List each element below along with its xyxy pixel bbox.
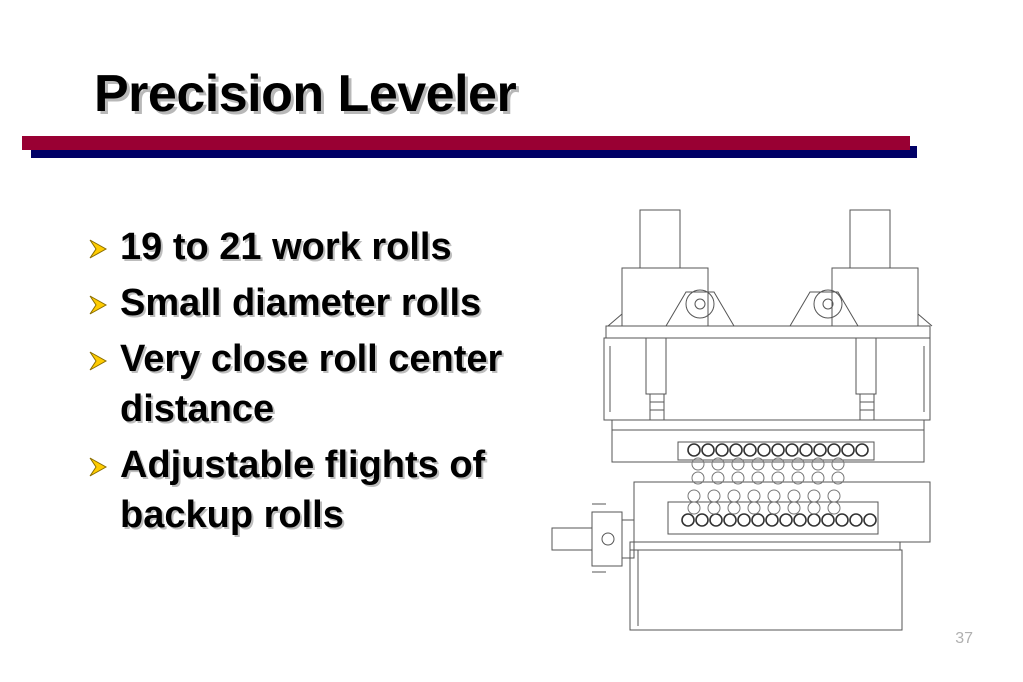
arrow-bullet-icon — [89, 239, 108, 259]
arrow-bullet-icon — [89, 295, 108, 315]
leveler-drawing — [551, 209, 933, 631]
bullet-item: Small diameter rolls — [88, 278, 548, 328]
arrow-bullet-icon — [89, 457, 108, 477]
bullet-item: Very close roll center distance — [88, 334, 548, 434]
bullet-item: 19 to 21 work rolls — [88, 222, 548, 272]
title-rule — [22, 136, 910, 150]
arrow-bullet-icon — [89, 351, 108, 371]
bullet-list: 19 to 21 work rolls Small diameter rolls… — [88, 222, 548, 546]
bullet-text: 19 to 21 work rolls — [120, 226, 452, 268]
bullet-text: Very close roll center distance — [120, 338, 503, 430]
slide-title: Precision Leveler — [94, 65, 517, 123]
page-number: 37 — [955, 630, 973, 647]
bullet-item: Adjustable flights of backup rolls — [88, 440, 548, 540]
bullet-text: Small diameter rolls — [120, 282, 482, 324]
bullet-text: Adjustable flights of backup rolls — [120, 444, 486, 536]
